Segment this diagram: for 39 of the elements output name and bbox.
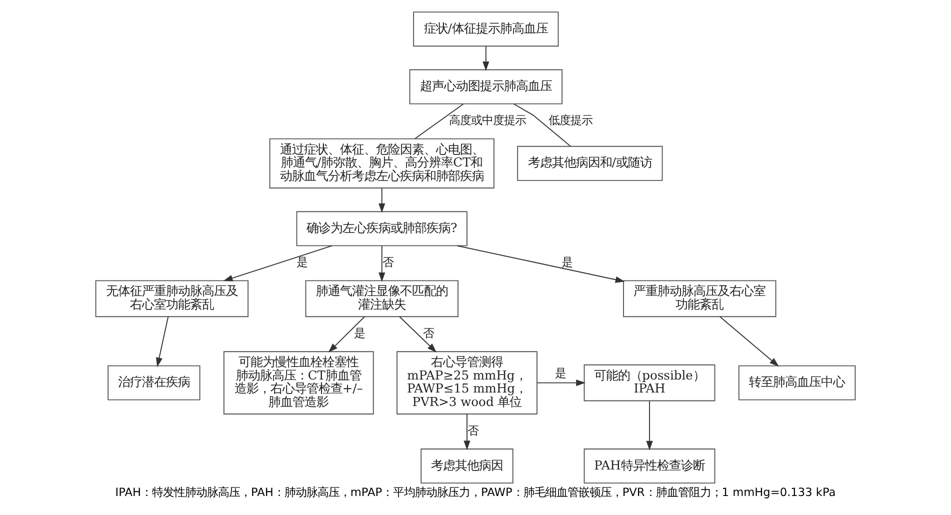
node-box: 严重肺动脉高压及右心室功能紊乱 bbox=[623, 280, 776, 318]
node-box: 考虑其他病因 bbox=[420, 448, 514, 484]
node-box: PAH特异性检查诊断 bbox=[584, 448, 716, 484]
arrow bbox=[156, 316, 169, 368]
node-box: 可能的（possible）IPAH bbox=[584, 364, 716, 402]
edge-label: 是 bbox=[354, 326, 366, 340]
arrow bbox=[328, 316, 366, 353]
edge-label: 否 bbox=[468, 423, 479, 438]
arrow bbox=[646, 400, 653, 450]
node-box: 通过症状、体征、危险因素、心电图、肺通气/肺弥散、胸片、高分辨率CT和动脉血气分析考虑左心疾病和肺部疾病 bbox=[269, 138, 494, 188]
arrow bbox=[399, 316, 437, 353]
node-box: 无体征严重肺动脉高压及右心室功能紊乱 bbox=[95, 280, 249, 318]
node-box: 右心导管测得 mPAP≥25 mmHg，PAWP≤15 mmHg，PVR>3 wood 单位 bbox=[396, 351, 538, 414]
node-box: 确诊为左心疾病或肺部疾病? bbox=[296, 211, 468, 246]
edge-label: 是 bbox=[296, 255, 308, 270]
connector bbox=[414, 103, 464, 140]
node-box: 超声心动图提示肺高血压 bbox=[409, 69, 562, 104]
arrow bbox=[719, 316, 779, 367]
node-box: 可能为慢性血栓栓塞性肺动脉高压：CT肺血管造影，右心导管检查+/–肺血管造影 bbox=[223, 351, 374, 414]
edge-label: 否 bbox=[423, 326, 434, 340]
node-box: 转至肺高血压中心 bbox=[738, 365, 856, 400]
edge-label: 高度或中度提示 bbox=[448, 113, 526, 128]
arrow bbox=[378, 245, 386, 282]
caption: IPAH：特发性肺动脉高压，PAH：肺动脉高压，mPAP：平均肺动脉压力，PAWP：肺毛细血管嵌顿压，PVR：肺血管阻力；1 mmHg=0.133 kPa bbox=[115, 484, 836, 499]
arrow bbox=[536, 380, 586, 386]
connector bbox=[513, 103, 571, 147]
node-box: 治疗潜在疾病 bbox=[108, 365, 200, 400]
node-box: 肺通气灌注显像不匹配的灌注缺失 bbox=[305, 280, 458, 318]
arrow bbox=[378, 188, 386, 213]
edge-label: 否 bbox=[382, 255, 394, 270]
edge-label: 低度提示 bbox=[548, 113, 593, 128]
arrow bbox=[456, 245, 625, 283]
edge-label: 是 bbox=[555, 366, 566, 380]
arrow bbox=[464, 414, 470, 450]
node-box: 考虑其他病因和/或随访 bbox=[517, 146, 663, 181]
node-box: 症状/体征提示肺高血压 bbox=[413, 12, 559, 47]
edge-label: 是 bbox=[561, 255, 572, 270]
arrow bbox=[482, 46, 490, 71]
arrow bbox=[223, 245, 333, 282]
